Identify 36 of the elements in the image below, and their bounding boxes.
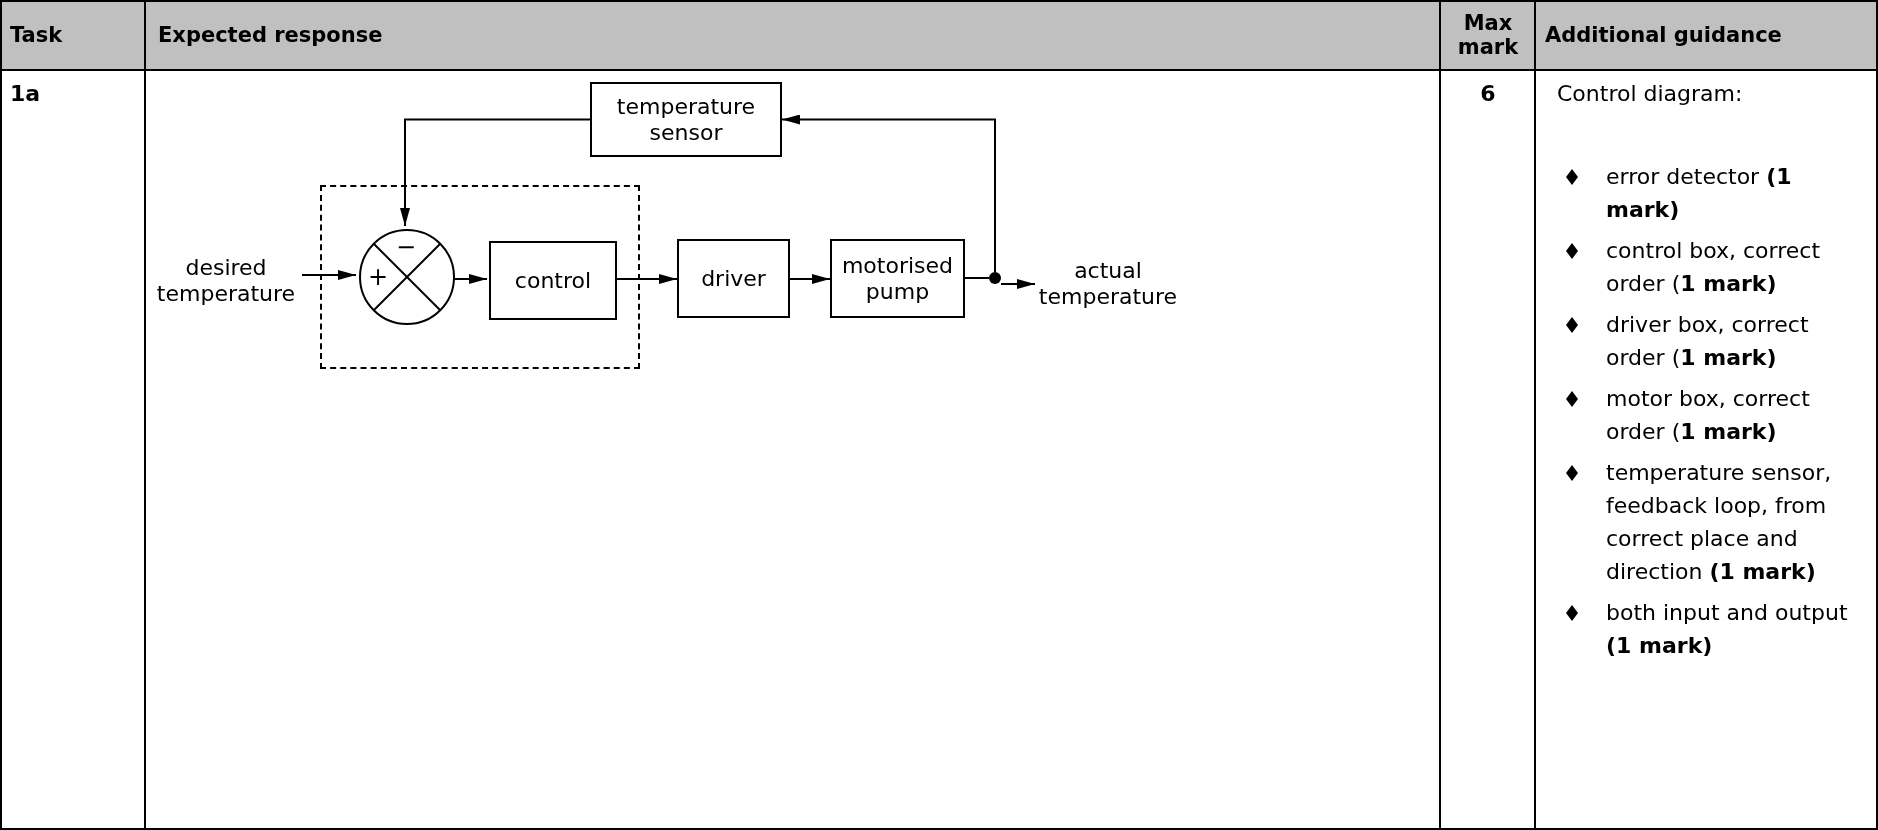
dashed-boundary (320, 185, 640, 369)
arrow (789, 274, 831, 284)
summing-junction (358, 228, 456, 326)
column-header: Expected response (158, 22, 384, 49)
marking-point: error detector (1 mark) (1606, 163, 1793, 224)
output-label: actual temperature (1037, 258, 1179, 310)
task-number: 1a (10, 80, 42, 108)
box-label: driver (701, 265, 766, 292)
process-box (489, 241, 617, 320)
marking-point: temperature sensor, feedback loop, from correct place and direction (1 mark) (1606, 459, 1833, 586)
junction-dot (989, 272, 1001, 284)
guidance-heading: Control diagram: (1557, 80, 1744, 108)
box-label: motorised pump (840, 252, 955, 305)
column-header: Additional guidance (1545, 22, 1783, 49)
arrow (614, 274, 678, 284)
arrow (453, 274, 488, 284)
process-box (830, 239, 965, 318)
column-header: Task (10, 22, 64, 49)
input-label: desired temperature (155, 255, 297, 307)
connector-line (964, 277, 990, 279)
plus-sign: + (368, 264, 388, 290)
max-mark: 6 (1479, 80, 1497, 108)
marking-point: motor box, correct order (1 mark) (1606, 385, 1811, 446)
box-label: control (514, 267, 592, 294)
column-header: Max mark (1456, 10, 1520, 61)
arrow (400, 118, 591, 227)
marking-point: driver box, correct order (1 mark) (1606, 311, 1810, 372)
box-label: temperature sensor (615, 93, 757, 146)
arrow (781, 114, 996, 273)
minus-sign: − (396, 234, 416, 260)
arrow (301, 270, 357, 280)
arrow (1000, 279, 1036, 289)
process-box (677, 239, 790, 318)
process-box (590, 82, 782, 157)
marking-point: control box, correct order (1 mark) (1606, 237, 1822, 298)
marking-point: both input and output (1 mark) (1606, 599, 1849, 660)
